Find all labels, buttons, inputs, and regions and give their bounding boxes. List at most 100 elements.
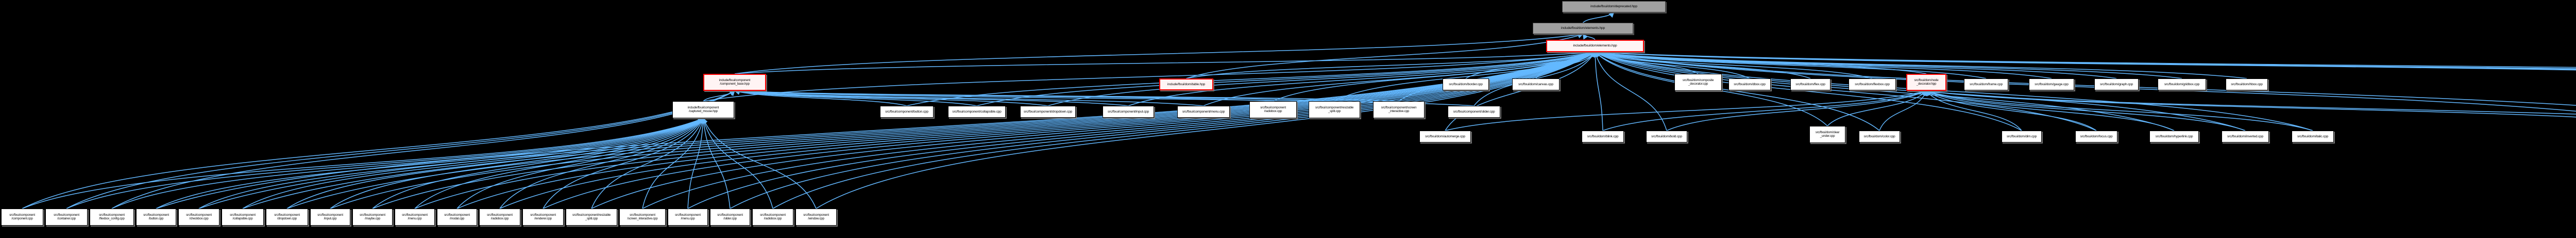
graph-edge (642, 117, 705, 209)
graph-edge (1594, 50, 2576, 71)
graph-node[interactable]: src/ftxui/dom/flexbox.cpp (1849, 78, 1896, 90)
graph-edge (1827, 90, 1927, 126)
graph-node[interactable]: src/ftxui/component /component.cpp (1, 209, 43, 226)
graph-edge (1186, 33, 1584, 79)
graph-node[interactable]: src/ftxui/dom/automerge.cpp (1419, 131, 1471, 142)
graph-edge (1445, 52, 1596, 131)
graph-node[interactable]: src/ftxui/component/collapsible.cpp (948, 106, 1006, 118)
graph-node[interactable]: src/ftxui/dom/clear _under.cpp (1809, 126, 1845, 143)
graph-node[interactable]: src/ftxui/component /checkbox.cpp (178, 209, 219, 226)
graph-node[interactable]: src/ftxui/dom/gauge.cpp (2029, 78, 2074, 90)
graph-node[interactable]: src/ftxui/component /collapsible.cpp (222, 209, 264, 226)
graph-edge (198, 51, 1596, 209)
graph-node[interactable]: src/ftxui/component/menu.cpp (1177, 106, 1230, 118)
graph-node[interactable]: src/ftxui/dom/hyperlink.cpp (2149, 131, 2199, 142)
graph-edge (734, 89, 977, 106)
graph-edge (734, 32, 1584, 74)
graph-edge (1334, 52, 1596, 102)
graph-node[interactable]: src/ftxui/component /slider.cpp (710, 209, 750, 226)
graph-node[interactable]: src/ftxui/component /maybe.cpp (352, 209, 393, 226)
graph-edge (22, 117, 704, 209)
graph-node[interactable]: src/ftxui/dom/inverted.cpp (2222, 131, 2269, 142)
graph-edge (1595, 51, 2175, 131)
graph-node[interactable]: src/ftxui/dom/frame.cpp (1964, 78, 2008, 90)
graph-edge (1582, 12, 1615, 23)
graph-node[interactable]: src/ftxui/component /menu.cpp (395, 209, 435, 226)
graph-node[interactable]: src/ftxui/dom/focus.cpp (2075, 131, 2117, 142)
graph-edge (66, 90, 735, 209)
graph-edge (456, 118, 704, 209)
graph-edge (734, 88, 1274, 102)
graph-edge (1595, 52, 2022, 131)
graph-node[interactable]: src/ftxui/component /menu.cpp (668, 209, 708, 226)
graph-edge (702, 117, 773, 209)
graph-edge (591, 118, 704, 209)
graph-edge (1926, 90, 2097, 131)
graph-node[interactable]: src/ftxui/dom/canvas.cpp (1512, 78, 1560, 90)
graph-edge (111, 90, 735, 209)
graph-node[interactable]: src/ftxui/component/input.cpp (1103, 106, 1154, 118)
graph-node[interactable]: src/ftxui/component/resizable _split.cpp (1309, 101, 1360, 118)
graph-edge (734, 88, 1335, 102)
graph-edge (734, 88, 1204, 106)
graph-edge (1594, 50, 2576, 69)
graph-node[interactable]: src/ftxui/component /radiobox.cpp (1249, 101, 1297, 118)
graph-node[interactable]: src/ftxui/dom/graph.cpp (2094, 78, 2139, 90)
graph-node[interactable]: include/ftxui/dom/table.hpp (1159, 78, 1213, 90)
graph-edge (22, 90, 735, 209)
graph-node[interactable]: src/ftxui/component /radiobox.cpp (479, 209, 520, 226)
graph-node[interactable]: src/ftxui/component /screen_interactive.… (619, 209, 666, 226)
graph-node[interactable]: src/ftxui/component/screen _interactive.… (1373, 101, 1425, 118)
graph-node[interactable]: src/ftxui/dom/color.cpp (1859, 131, 1900, 142)
graph-node[interactable]: src/ftxui/component/dropdown.cpp (1020, 106, 1076, 118)
graph-edge (1926, 90, 2175, 131)
graph-edge (111, 118, 704, 209)
graph-node[interactable]: include/ftxui/dom/elements.hpp (1546, 40, 1644, 52)
graph-edge (1594, 50, 2117, 79)
graph-node[interactable]: src/ftxui/dom/flex.cpp (1790, 78, 1831, 90)
graph-edge (286, 51, 1596, 209)
graph-node[interactable]: src/ftxui/component /flexbox_config.cpp (90, 209, 134, 226)
graph-node[interactable]: src/ftxui/component /modal.cpp (437, 209, 477, 226)
graph-edge (687, 117, 706, 209)
graph-node[interactable]: src/ftxui/dom/italic.cpp (2292, 131, 2334, 142)
graph-node[interactable]: src/ftxui/component/resizable _split.cpp (566, 209, 617, 226)
graph-edge (1879, 90, 1927, 131)
graph-node[interactable]: src/ftxui/dom/gridbox.cpp (2158, 78, 2206, 90)
graph-node[interactable]: src/ftxui/component/slider.cpp (1448, 106, 1500, 118)
graph-node[interactable]: src/ftxui/component /container.cpp (45, 209, 88, 226)
graph-edge (772, 52, 1596, 209)
graph-edge (1925, 89, 2313, 131)
graph-node[interactable]: src/ftxui/component /input.cpp (310, 209, 350, 226)
graph-node[interactable]: src/ftxui/component/button.cpp (880, 106, 934, 118)
graph-edge (1595, 52, 1880, 131)
graph-node[interactable]: src/ftxui/component /renderer.cpp (522, 209, 564, 226)
graph-edge (1926, 90, 2022, 131)
graph-node[interactable]: src/ftxui/dom/bold.cpp (1646, 131, 1687, 142)
graph-edge (1582, 34, 1596, 40)
graph-edge (1595, 52, 1699, 74)
graph-node[interactable]: src/ftxui/dom/composite _decorator.cpp (1674, 74, 1722, 91)
graph-edge (734, 88, 1399, 102)
graph-edge (499, 118, 704, 209)
graph-edge (1594, 50, 2576, 70)
graph-node[interactable]: src/ftxui/dom/border.cpp (1443, 78, 1489, 90)
graph-node[interactable]: src/ftxui/dom/dim.cpp (2002, 131, 2042, 142)
graph-node[interactable]: include/ftxui/component /component_base.… (703, 74, 766, 91)
graph-node[interactable]: include/ftxui/component /captured_mouse.… (672, 101, 734, 118)
graph-node[interactable]: src/ftxui/dom/node _decorator.hpp (1906, 74, 1946, 91)
graph-node[interactable]: src/ftxui/component /button.cpp (136, 209, 176, 226)
graph-node[interactable]: src/ftxui/component /radiobox.cpp (752, 209, 793, 226)
graph-node[interactable]: src/ftxui/dom/blink.cpp (1582, 131, 1624, 142)
graph-edge (734, 88, 1475, 106)
graph-node[interactable]: src/ftxui/component /window.cpp (795, 209, 837, 226)
graph-edge (1594, 50, 1927, 74)
graph-node[interactable]: src/ftxui/dom/hbox.cpp (2226, 78, 2268, 90)
graph-node[interactable]: src/ftxui/component /dropdown.cpp (266, 209, 308, 226)
graph-node[interactable]: include/ftxui/dom/elements.hpp (1533, 23, 1633, 34)
graph-edge (198, 118, 704, 209)
graph-node[interactable]: src/ftxui/dom/dbox.cpp (1728, 78, 1771, 90)
graph-node[interactable]: include/ftxui/dom/deprecated.hpp (1562, 1, 1666, 12)
